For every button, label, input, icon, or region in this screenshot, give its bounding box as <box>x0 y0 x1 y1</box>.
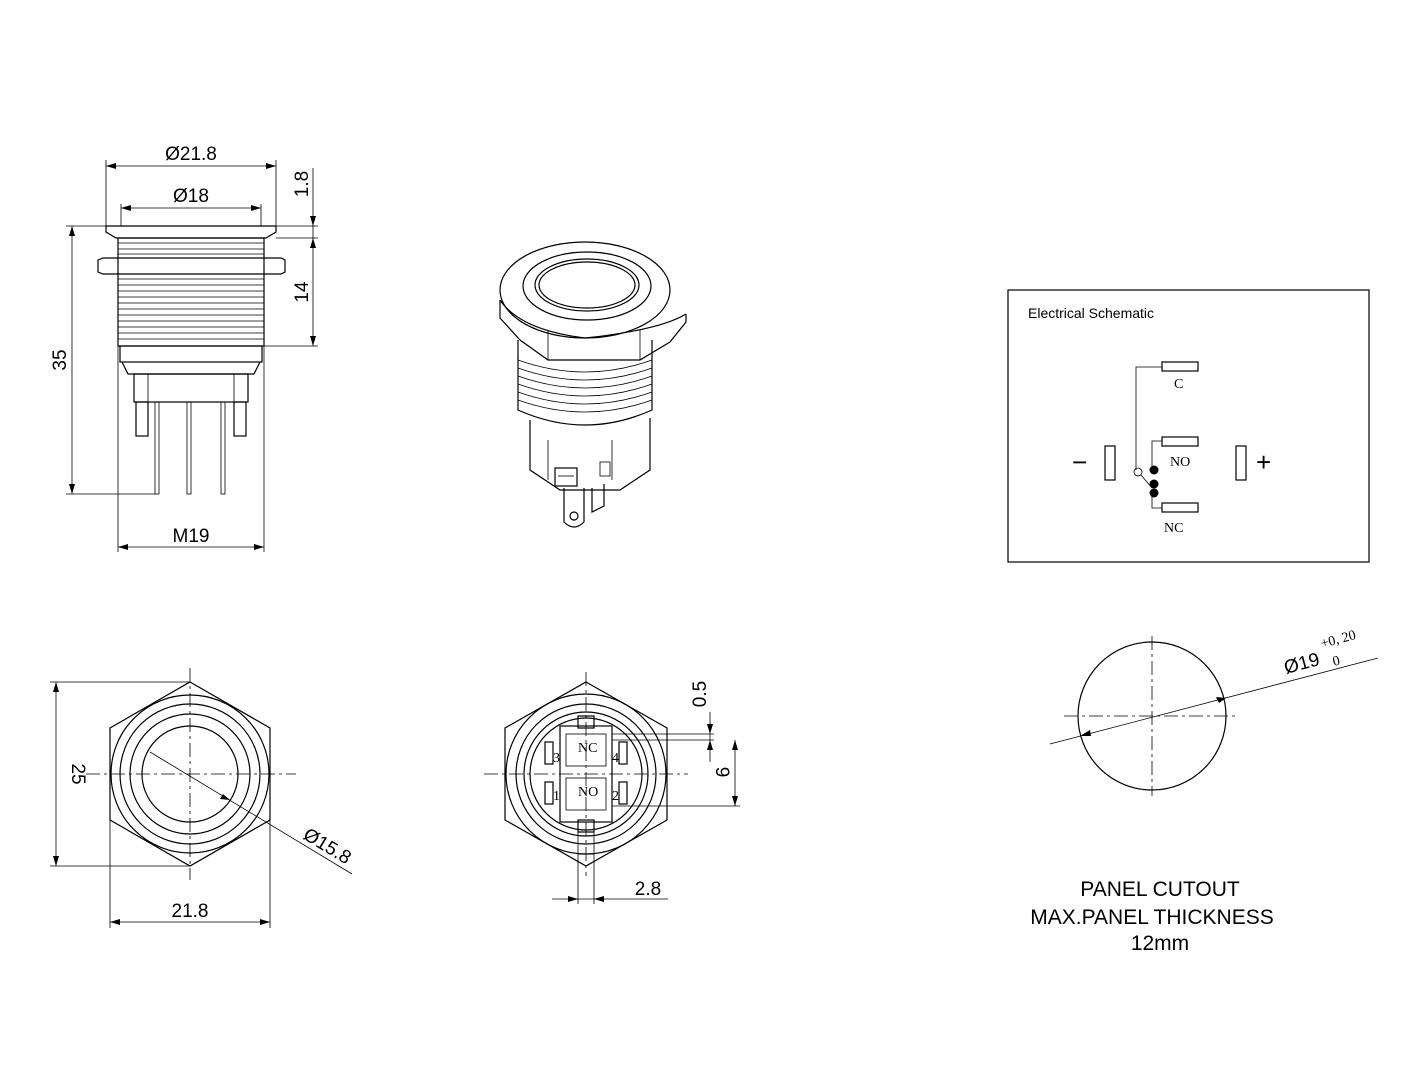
pin-no: NO <box>578 785 598 800</box>
tol-upper: +0, 20 <box>1319 628 1358 652</box>
dim-outer-diameter: Ø21.8 <box>165 144 217 165</box>
dim-head-height: 1.8 <box>292 171 313 197</box>
schematic-title: Electrical Schematic <box>1028 305 1154 321</box>
panel-cutout: Ø19 +0, 20 0 PANEL CUTOUT MAX.PANEL THIC… <box>1030 628 1379 955</box>
thread-lines <box>118 242 264 340</box>
side-view: Ø21.8 Ø18 1.8 14 35 M19 <box>50 144 318 552</box>
dim-across-corners: 25 <box>67 763 88 784</box>
dim-inner-diameter: Ø18 <box>173 186 209 207</box>
electrical-schematic: Electrical Schematic C NO NC − + <box>1007 289 1370 563</box>
label-common: C <box>1174 377 1183 392</box>
pin-nc: NC <box>578 741 597 756</box>
label-normally-closed: NC <box>1164 521 1183 536</box>
dim-total-length: 35 <box>50 349 71 370</box>
note-panel-cutout: PANEL CUTOUT <box>1080 878 1240 901</box>
isometric-view <box>499 241 687 528</box>
dim-thread-length: 14 <box>292 281 313 303</box>
label-plus: + <box>1256 447 1271 477</box>
pin-1: 1 <box>553 789 560 804</box>
dim-terminal-width: 2.8 <box>635 879 661 900</box>
pin-4: 4 <box>612 751 619 766</box>
dim-offset: 0.5 <box>690 681 711 707</box>
note-thickness-value: 12mm <box>1131 932 1189 955</box>
dim-thread: M19 <box>173 526 210 547</box>
pin-3: 3 <box>553 751 560 766</box>
pin-2: 2 <box>612 789 619 804</box>
dim-terminal-spacing: 9 <box>711 767 732 778</box>
dim-across-flats: 21.8 <box>172 901 209 922</box>
rear-view: NC NO 3 4 1 2 0.5 9 2.8 <box>484 672 740 904</box>
label-normally-open: NO <box>1170 455 1190 470</box>
dim-lens-diameter: Ø15.8 <box>299 824 354 869</box>
note-max-panel-thickness: MAX.PANEL THICKNESS <box>1030 906 1274 929</box>
tol-lower: 0 <box>1331 654 1342 670</box>
label-minus: − <box>1072 447 1087 477</box>
front-view: 25 21.8 Ø15.8 <box>50 668 355 928</box>
iso-thread-lines <box>517 359 653 413</box>
